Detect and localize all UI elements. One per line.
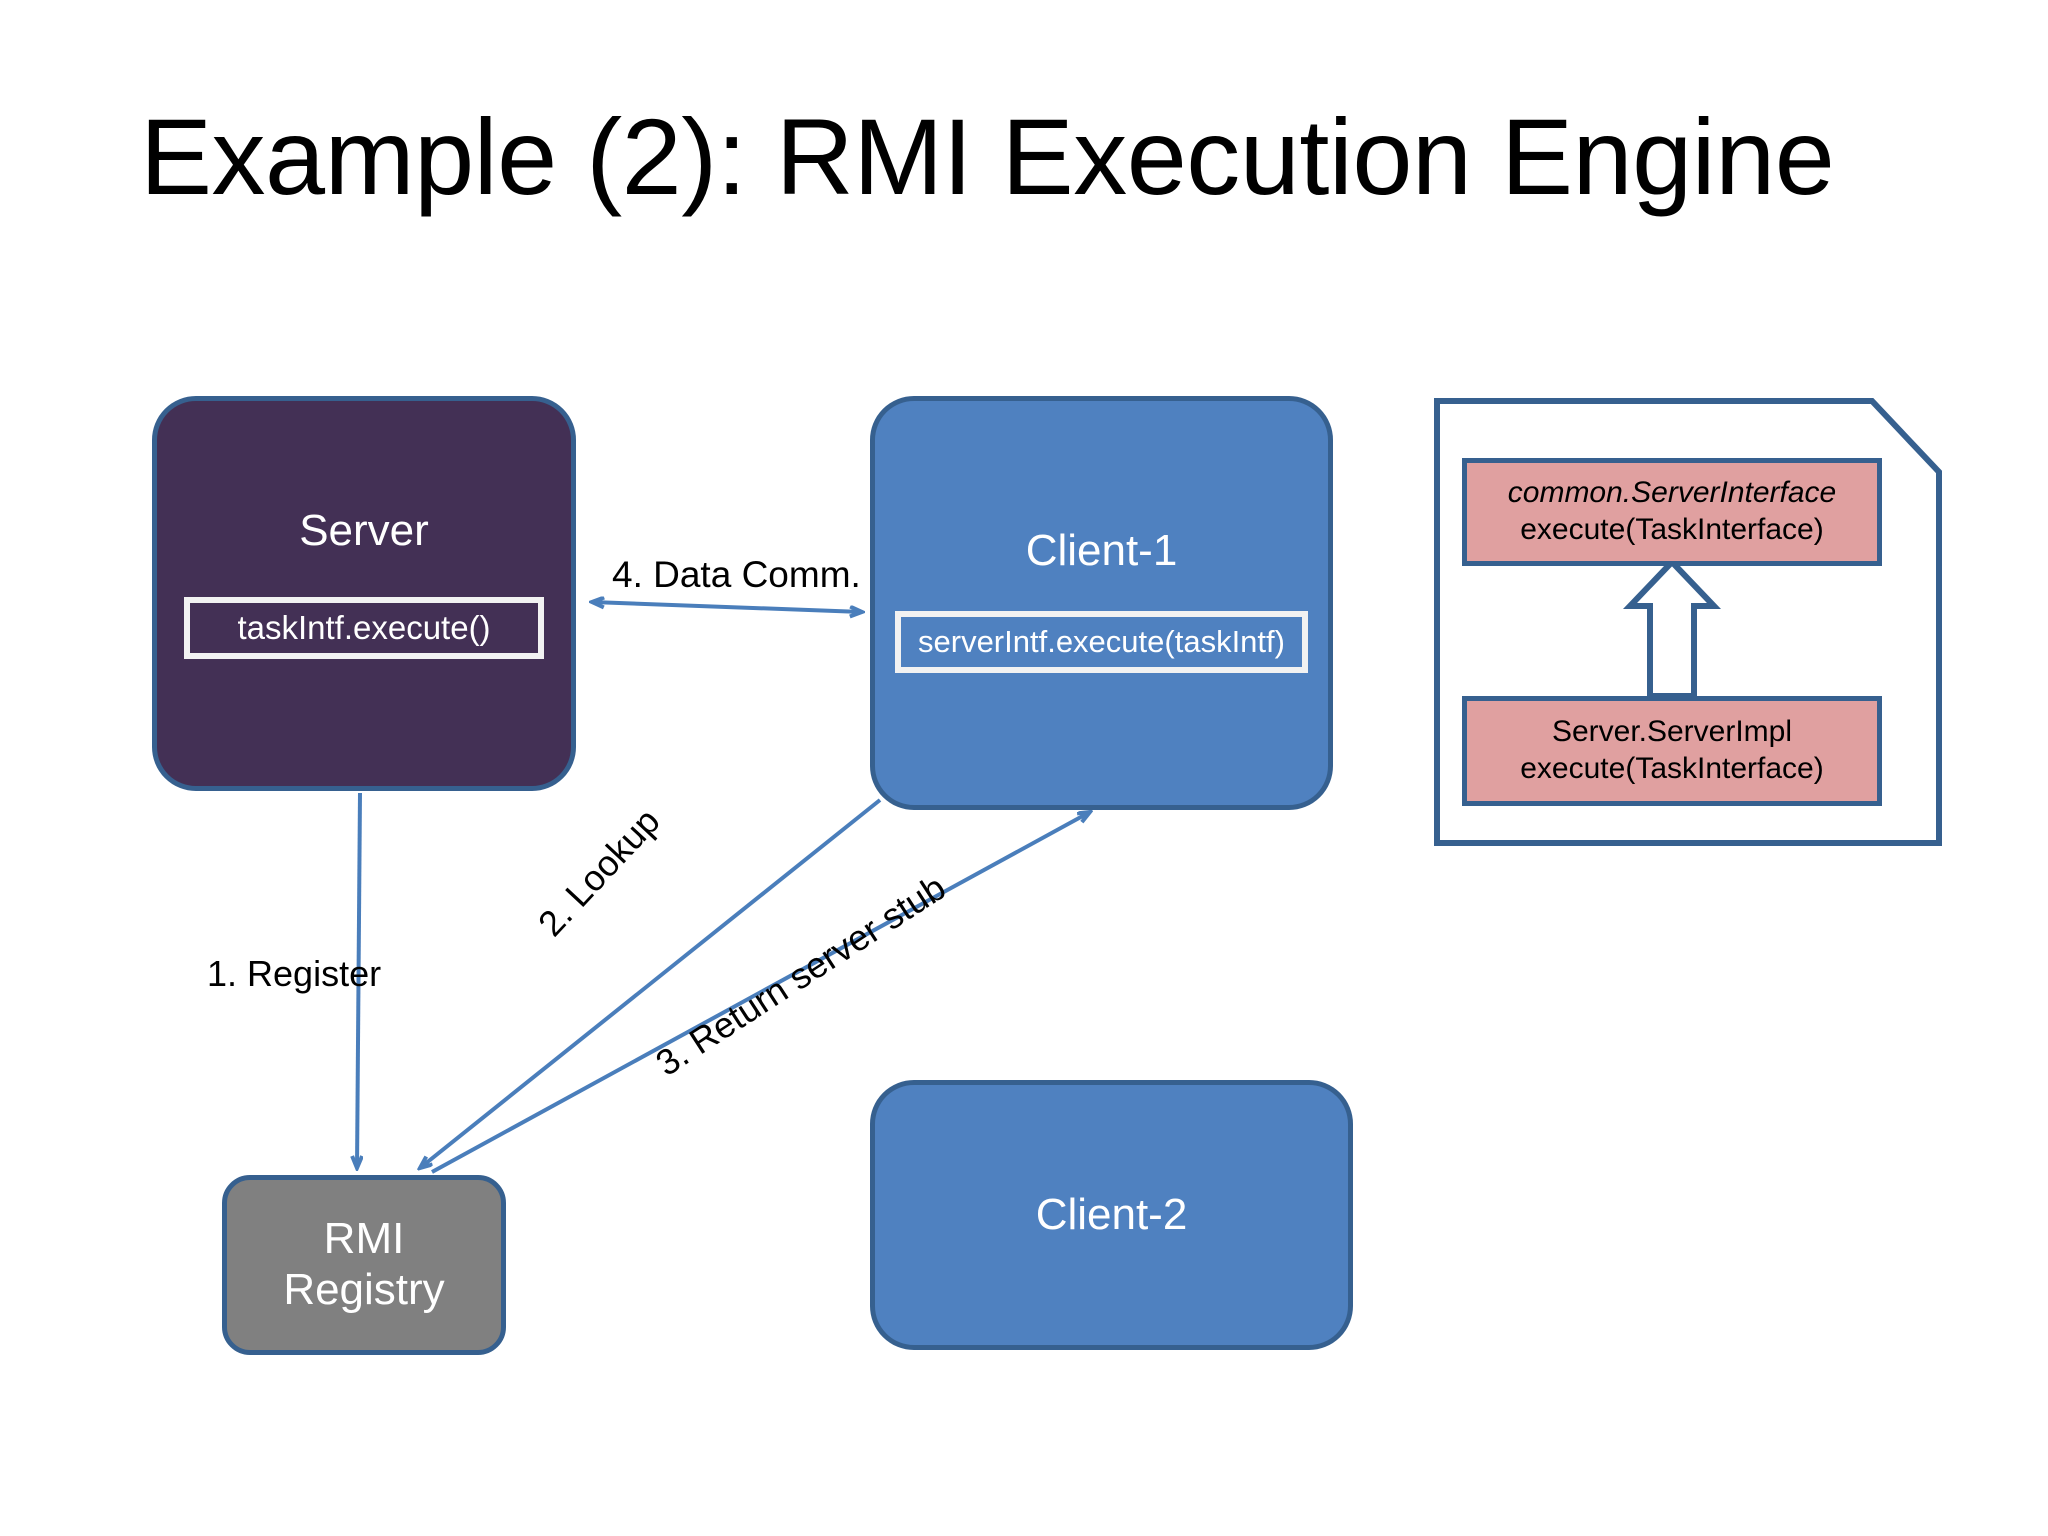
uml-class-server-impl-method: execute(TaskInterface): [1520, 752, 1824, 785]
uml-class-server-impl-name: Server.ServerImpl: [1551, 715, 1793, 749]
node-rmi-registry[interactable]: RMI Registry: [222, 1175, 506, 1355]
uml-class-server-impl: Server.ServerImpl execute(TaskInterface): [1462, 696, 1882, 806]
edge-label-return-stub: 3. Return server stub: [648, 866, 953, 1084]
edge-label-lookup: 2. Lookup: [529, 800, 668, 944]
node-client-2[interactable]: Client-2: [870, 1080, 1353, 1350]
node-client-2-title: Client-2: [1035, 1189, 1188, 1239]
node-server-code: taskIntf.execute(): [184, 596, 544, 659]
node-server[interactable]: Server taskIntf.execute(): [152, 396, 576, 791]
uml-class-server-interface: common.ServerInterface execute(TaskInter…: [1462, 458, 1882, 566]
generalization-arrow-icon: [1622, 557, 1722, 699]
node-client-1-title: Client-1: [1025, 526, 1178, 575]
uml-class-server-interface-name: common.ServerInterface: [1507, 476, 1837, 510]
page-title: Example (2): RMI Execution Engine: [140, 96, 1835, 217]
node-client-1-code: serverIntf.execute(taskIntf): [895, 610, 1308, 673]
uml-class-server-interface-method: execute(TaskInterface): [1520, 513, 1824, 546]
node-client-1[interactable]: Client-1 serverIntf.execute(taskIntf): [870, 396, 1333, 810]
edge-data-comm: [592, 602, 862, 612]
edge-label-data-comm: 4. Data Comm.: [612, 554, 861, 595]
uml-note: common.ServerInterface execute(TaskInter…: [1434, 398, 1942, 846]
node-rmi-registry-title: RMI Registry: [283, 1214, 445, 1314]
edge-label-register: 1. Register: [207, 953, 382, 994]
node-server-title: Server: [299, 506, 429, 555]
